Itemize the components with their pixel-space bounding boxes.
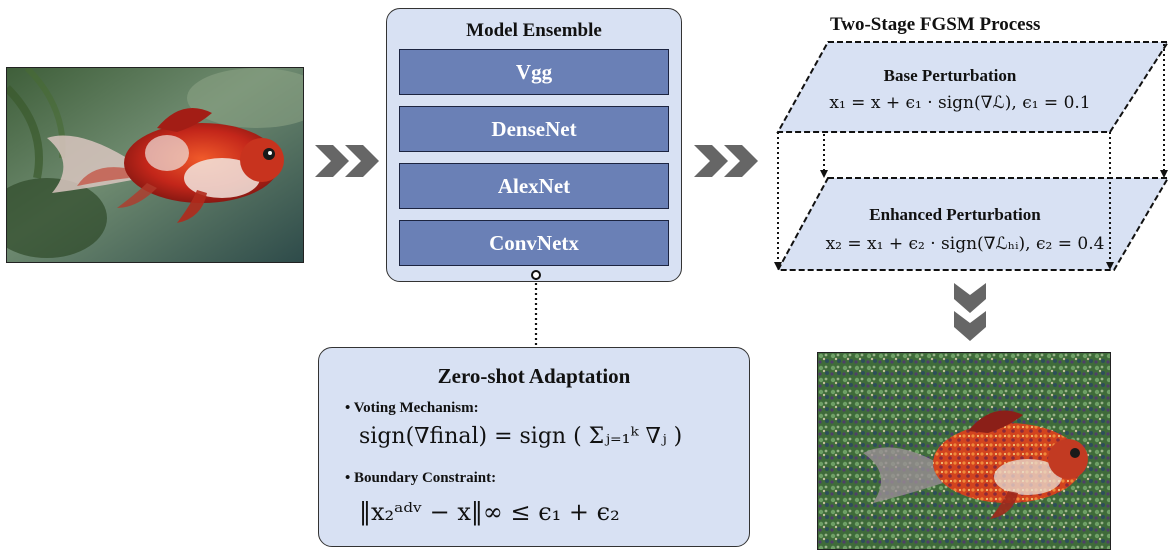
enhanced-perturbation-formula: x₂ = x₁ + ϵ₂ · sign(∇ℒₕᵢ), ϵ₂ = 0.4	[825, 234, 1105, 254]
model-ensemble-panel: Model Ensemble Vgg DenseNet AlexNet Conv…	[386, 8, 682, 282]
base-perturbation-plane	[776, 41, 1170, 133]
base-perturbation-formula: x₁ = x + ϵ₁ · sign(∇ℒ), ϵ₁ = 0.1	[829, 93, 1091, 113]
zero-shot-adaptation-panel: Zero-shot Adaptation • Voting Mechanism:…	[318, 347, 750, 547]
model-alexnet: AlexNet	[399, 163, 669, 209]
voting-formula: sign(∇final) = sign ( Σⱼ₌₁ᵏ ∇ⱼ )	[359, 424, 683, 449]
voting-mechanism-label: • Voting Mechanism:	[345, 400, 479, 416]
enhanced-perturbation-plane	[776, 177, 1170, 271]
zero-shot-title: Zero-shot Adaptation	[437, 364, 631, 388]
double-chevron-down-arrow	[954, 283, 986, 341]
model-vgg: Vgg	[399, 49, 669, 95]
double-chevron-arrow-2	[694, 145, 758, 177]
ensemble-title: Model Ensemble	[466, 20, 602, 41]
model-densenet: DenseNet	[399, 106, 669, 152]
enhanced-perturbation-label: Enhanced Perturbation	[869, 205, 1041, 224]
boundary-constraint-label: • Boundary Constraint:	[345, 470, 497, 486]
boundary-formula: ‖x₂ᵃᵈᵛ − x‖∞ ≤ ϵ₁ + ϵ₂	[359, 498, 620, 526]
model-convnetx: ConvNetx	[399, 220, 669, 266]
adversarial-goldfish-image	[817, 352, 1111, 550]
fgsm-process-title: Two-Stage FGSM Process	[830, 14, 1041, 35]
fgsm-process-diagram	[774, 41, 1170, 271]
double-chevron-arrow-1	[315, 145, 379, 177]
original-goldfish-image	[6, 67, 304, 263]
base-perturbation-label: Base Perturbation	[883, 66, 1017, 85]
